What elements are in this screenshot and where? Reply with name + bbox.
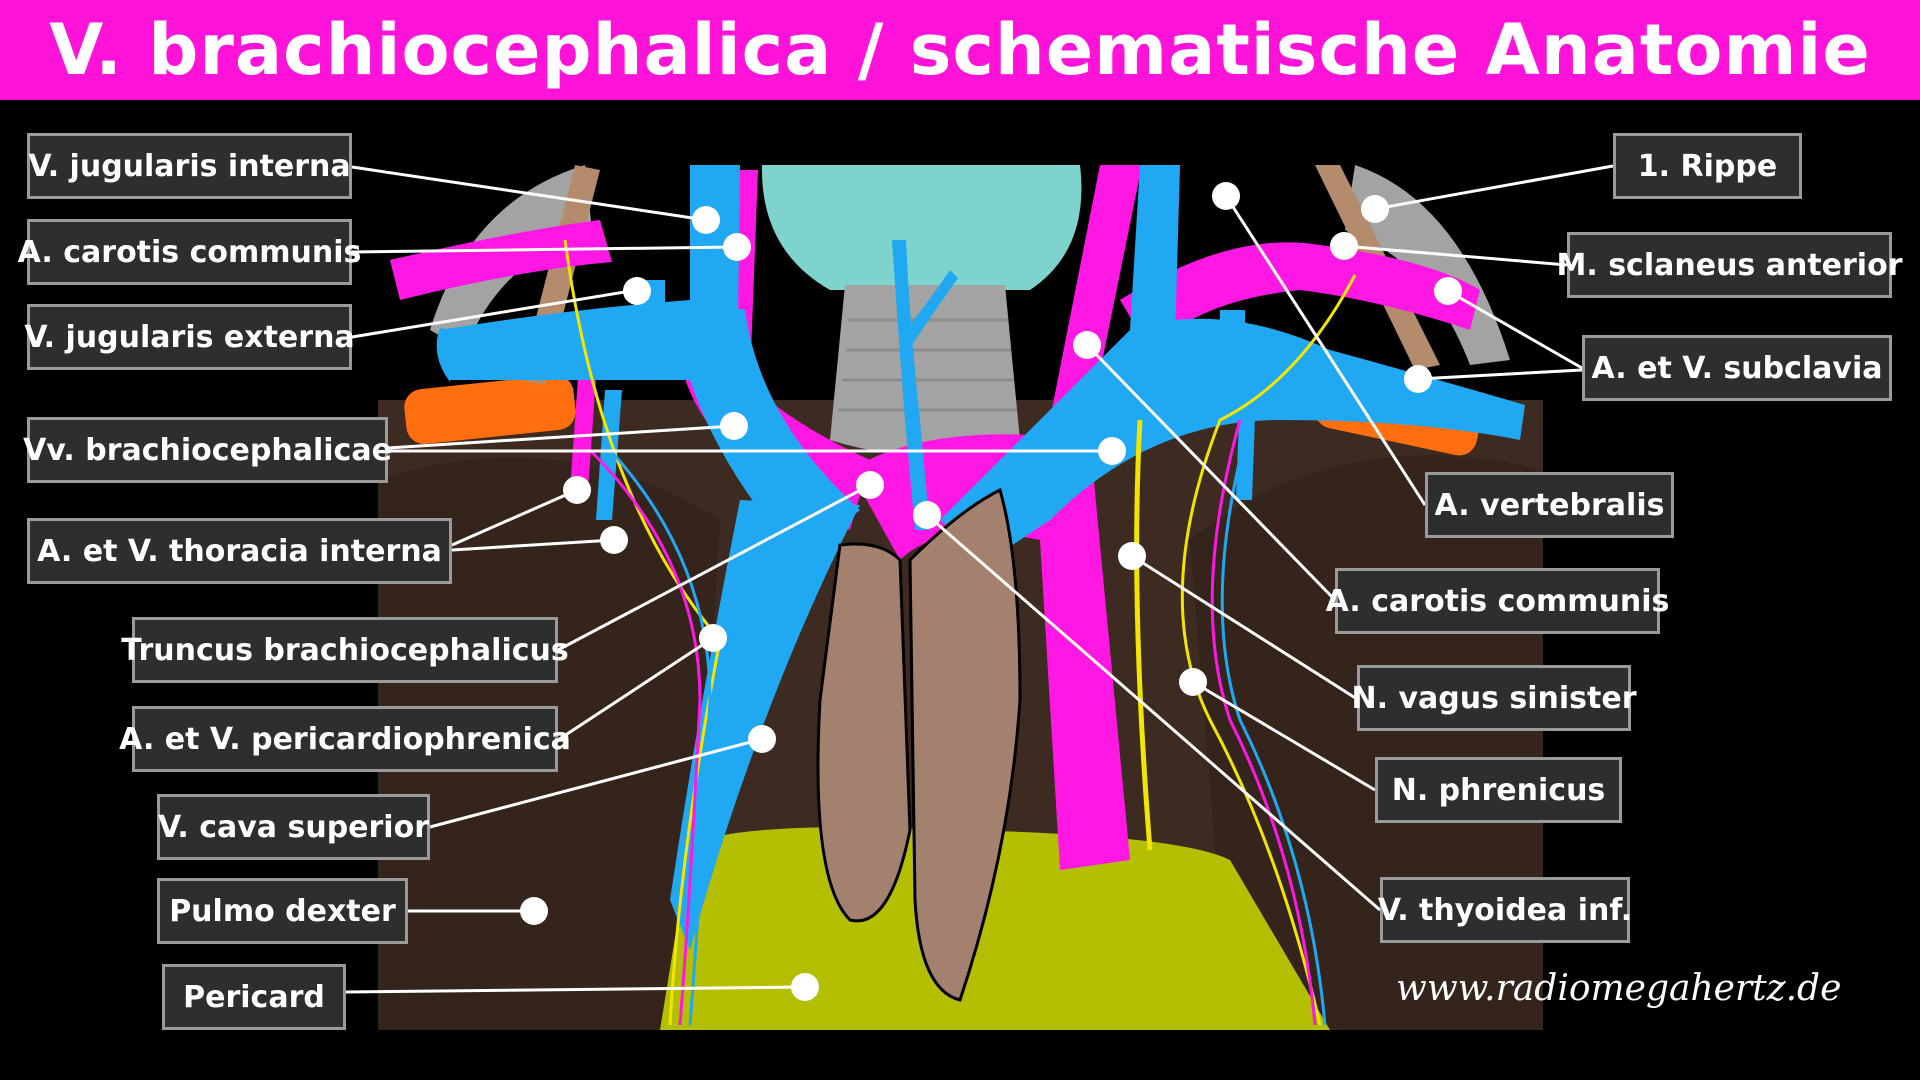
label-vv-brachiocephalicae: Vv. brachiocephalicae [23,417,392,483]
leader-a-vertebralis [1224,195,1427,506]
leader-vv-brachiocephalicae-1 [387,424,735,450]
leader-pericard [345,985,806,994]
dot-v-subclavia [1404,365,1432,393]
dot-a-vertebralis [1212,182,1240,210]
vena-jugularis-interna-right [690,165,740,320]
vena-cava-superior [670,500,860,950]
vena-thyroidea-inferior [892,240,930,530]
thyroid-gland [761,165,1082,290]
leader-v-cava-superior [429,737,763,829]
label-pericard: Pericard [162,964,346,1030]
leader-1-rippe [1374,164,1614,211]
leader-phrenicus [1192,680,1376,792]
label-v-jugularis-interna: V. jugularis interna [27,133,352,199]
dot-phrenicus [1179,668,1207,696]
vena-subclavia-right-end [436,328,455,382]
thymus-left [908,487,1022,1002]
dot-v-thoracia [600,526,628,554]
leader-v-thyroidea [926,513,1381,912]
label-1-rippe: 1. Rippe [1613,133,1802,199]
arteria-carotis-left [1040,165,1142,470]
leader-scalenus [1343,244,1568,267]
vena-pericardiophrenica-right [608,448,712,1026]
label-v-thyoidea-inf: V. thyoidea inf. [1378,877,1632,943]
arteria-subclavia-right [390,220,612,300]
dot-a-thoracia [563,476,591,504]
dot-vv-brachiocephalicae-1 [720,412,748,440]
dot-1-rippe [1361,195,1389,223]
leader-thoracia-interna-2 [451,538,615,552]
vena-thoracia-interna-right [596,390,622,520]
vena-pericardiophrenica-left [1220,419,1327,1026]
dot-pericard [791,973,819,1001]
dot-v-thyroidea [913,501,941,529]
dot-a-carotis-communis-left [723,233,751,261]
label-a-et-v-pericardiophrenica: A. et V. pericardiophrenica [119,706,571,772]
leader-thoracia-interna-1 [451,488,578,547]
leader-v-jugularis-externa [351,288,638,339]
dot-v-jugularis-externa [623,277,651,305]
label-v-cava-superior: V. cava superior [157,794,430,860]
leader-pericardiophrenica [557,636,714,742]
label-n-phrenicus: N. phrenicus [1375,757,1622,823]
arteria-thoracia-interna-right [570,350,598,490]
label-truncus-brachiocephalicus: Truncus brachiocephalicus [121,617,569,683]
label-v-jugularis-externa: V. jugularis externa [24,304,355,370]
nervus-phrenicus-left [1180,274,1357,1026]
arteria-pericardiophrenica-right [588,448,702,1026]
arteria-pericardiophrenica-left [1210,419,1317,1026]
dot-vagus [1118,542,1146,570]
leader-v-jugularis-interna [351,165,707,222]
label-pulmo-dexter: Pulmo dexter [157,878,408,944]
thymus-right [816,542,912,923]
dot-pericardiophrenica [699,624,727,652]
aortic-arch [850,434,1130,870]
leader-a-carotis-communis-left [351,245,738,254]
dot-truncus [856,471,884,499]
dot-v-jugularis-interna [692,206,720,234]
dot-a-subclavia [1434,277,1462,305]
dot-vv-brachiocephalicae-2 [1098,437,1126,465]
vena-thoracia-interna-left [1236,390,1256,500]
vena-brachiocephalica-left [940,318,1525,560]
page-title: V. brachiocephalica / schematische Anato… [49,9,1871,91]
dot-pulmo-dexter [520,897,548,925]
dot-v-cava-superior [748,725,776,753]
vena-thyroidea-inferior-branch [906,270,958,345]
label-a-carotis-communis-left: A. carotis communis [18,219,361,285]
vena-brachiocephalica-right [440,300,860,560]
nervus-vagus-sinister [1134,419,1153,851]
trachea [830,285,1020,455]
label-a-carotis-communis-right: A. carotis communis [1326,568,1669,634]
arteria-subclavia-left [1120,242,1480,350]
label-a-et-v-subclavia: A. et V. subclavia [1582,335,1892,401]
vena-jugularis-interna-left [1130,165,1180,340]
dot-a-carotis-communis-right [1073,331,1101,359]
dot-scalenus [1330,232,1358,260]
title-bar: V. brachiocephalica / schematische Anato… [0,0,1920,100]
leader-subclavia-1 [1447,289,1583,370]
label-a-vertebralis: A. vertebralis [1425,472,1674,538]
vena-jugularis-externa-left [1220,310,1245,360]
leader-vagus [1131,554,1358,701]
label-n-vagus-sinister: N. vagus sinister [1352,665,1637,731]
clavicle-right [404,375,576,444]
label-a-et-v-thoracia-interna: A. et V. thoracia interna [27,518,452,584]
leader-a-carotis-communis-right [1085,343,1337,602]
label-m-scalenus-anterior: M. sclaneus anterior [1557,232,1903,298]
leader-subclavia-2 [1417,368,1583,381]
leader-truncus [557,483,871,652]
watermark: www.radiomegahertz.de [1396,968,1842,1009]
